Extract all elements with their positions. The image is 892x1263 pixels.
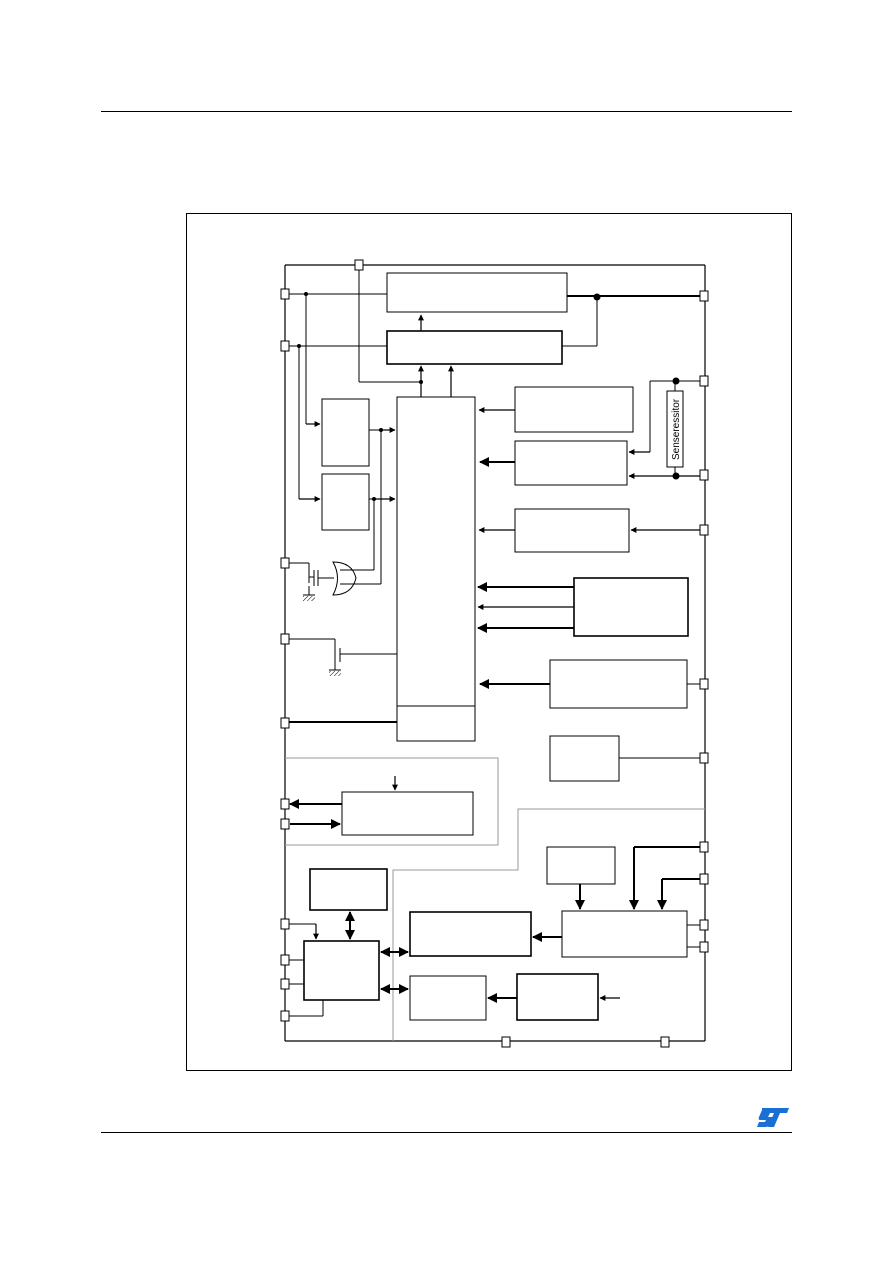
pin — [354, 259, 364, 271]
block-right-2 — [514, 440, 628, 486]
block-left-1 — [321, 398, 370, 467]
pin — [699, 873, 709, 885]
block-right-1 — [514, 386, 634, 433]
block-right-3 — [514, 508, 630, 553]
block-right-6 — [549, 735, 620, 782]
st-logo — [756, 1105, 790, 1129]
footer-rule — [101, 1132, 792, 1133]
sense-resistor: Senseressitor — [666, 390, 684, 468]
logic-gate — [332, 561, 357, 596]
ground-hatch-2 — [329, 671, 341, 676]
block-bottom-3 — [409, 911, 532, 957]
pin — [660, 1036, 670, 1048]
block-right-5 — [549, 659, 688, 709]
junction-dots — [297, 292, 680, 501]
signal-lines — [288, 270, 700, 1017]
pin — [699, 752, 709, 764]
pin — [699, 524, 709, 536]
blocks — [303, 272, 689, 1021]
region-separators — [285, 757, 705, 1041]
block-bottom-6 — [409, 975, 487, 1021]
header-rule — [101, 111, 792, 112]
figure-frame — [186, 213, 792, 1071]
block-bottom-5 — [303, 940, 380, 1001]
block-top-1 — [386, 272, 568, 313]
st-logo-mark — [757, 1108, 789, 1127]
transistor-1 — [303, 570, 334, 596]
pin — [280, 798, 290, 810]
block-right-4 — [573, 577, 689, 637]
block-bottom-2 — [309, 868, 388, 911]
pin — [280, 954, 290, 966]
gate-inputs — [340, 569, 381, 585]
pin — [280, 818, 290, 830]
block-core — [396, 396, 476, 742]
pin — [699, 941, 709, 953]
pin — [280, 978, 290, 990]
pin — [699, 290, 709, 302]
pin — [501, 1036, 511, 1048]
pins — [280, 259, 709, 1048]
pin — [280, 633, 290, 645]
pin — [280, 288, 290, 300]
pin — [699, 841, 709, 853]
block-top-2 — [386, 330, 563, 365]
pin — [699, 469, 709, 481]
transistor-2 — [329, 648, 341, 671]
pin — [280, 1010, 290, 1022]
block-bottom-4 — [561, 910, 688, 958]
pin — [280, 717, 290, 729]
pin — [699, 919, 709, 931]
pin — [280, 340, 290, 352]
block-mid-left — [341, 791, 474, 836]
sense-resistor-label: Senseressitor — [671, 398, 682, 460]
pin — [280, 918, 290, 930]
block-bottom-7 — [516, 973, 599, 1021]
pin — [280, 557, 290, 569]
block-left-2 — [321, 473, 370, 531]
pin — [699, 375, 709, 387]
ground-hatch-1 — [303, 596, 315, 601]
pin — [699, 678, 709, 690]
bus-lines — [288, 295, 700, 1003]
block-bottom-1 — [546, 846, 616, 885]
